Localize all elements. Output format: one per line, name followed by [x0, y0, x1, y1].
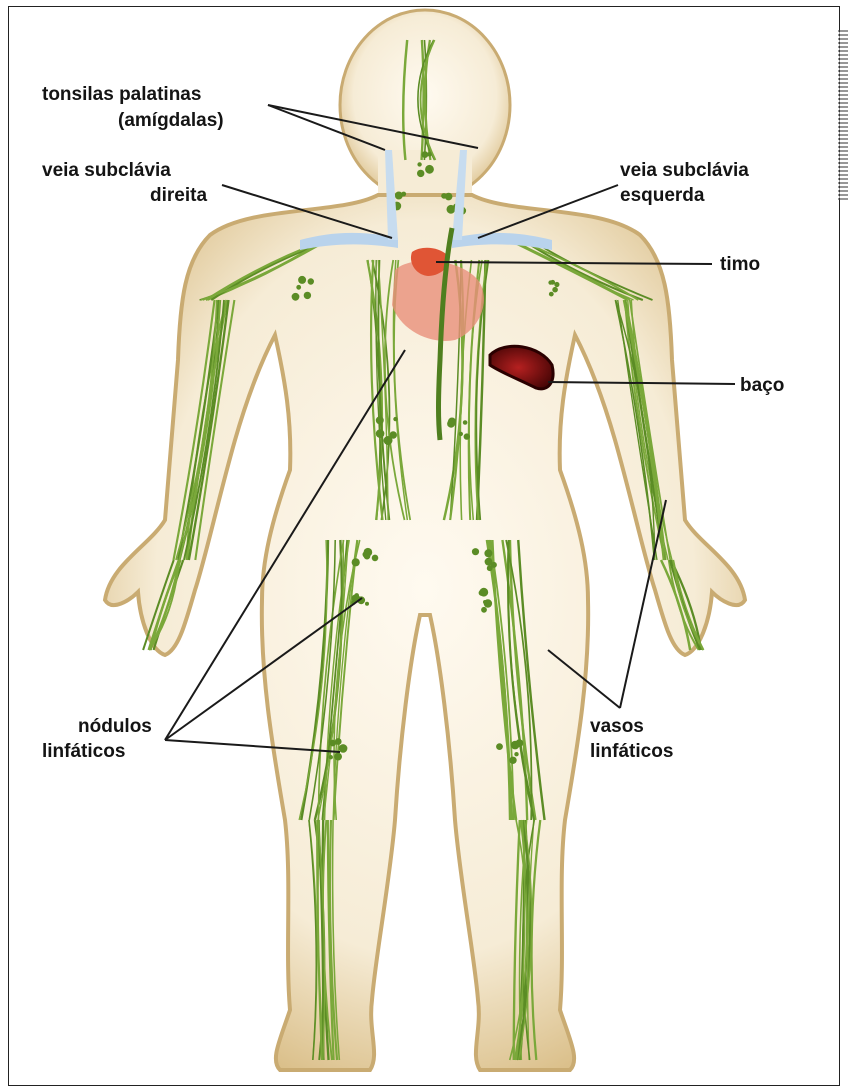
lymph-node — [372, 555, 379, 562]
lymph-node — [363, 551, 369, 557]
label-subclavian-right-line2: direita — [150, 185, 207, 206]
lymph-node — [427, 152, 432, 157]
label-vessels-line2: linfáticos — [590, 741, 673, 762]
lymph-node — [484, 549, 492, 557]
lymph-node — [463, 420, 468, 425]
lymph-node — [459, 432, 463, 436]
lymph-node — [509, 757, 516, 764]
leader-spleen — [548, 382, 735, 384]
label-thymus: timo — [720, 254, 760, 275]
lymph-node — [425, 165, 434, 174]
lymph-node — [464, 433, 470, 439]
lymph-node — [481, 607, 487, 613]
lymph-node — [304, 292, 311, 299]
lymph-node — [334, 753, 342, 761]
lymph-node — [296, 285, 301, 290]
lymph-node — [445, 193, 453, 201]
lymph-node — [496, 743, 503, 750]
lymph-node — [472, 548, 479, 555]
label-spleen: baço — [740, 375, 784, 396]
label-tonsils-line2: (amígdalas) — [118, 110, 224, 131]
lymph-node — [448, 418, 456, 426]
lymph-node — [352, 558, 360, 566]
lymph-node — [329, 755, 333, 759]
label-subclavian-left-line2: esquerda — [620, 185, 705, 206]
lymph-node — [329, 740, 336, 747]
lymph-node — [365, 602, 369, 606]
label-nodes-line2: linfáticos — [42, 741, 125, 762]
lymph-node — [491, 562, 497, 568]
label-tonsils-line1: tonsilas palatinas — [42, 84, 201, 105]
label-subclavian-right-line1: veia subclávia — [42, 160, 171, 181]
lymph-node — [308, 278, 314, 284]
lymph-node — [554, 282, 559, 287]
lymph-node — [395, 192, 403, 200]
label-subclavian-left-line1: veia subclávia — [620, 160, 749, 181]
lymph-node — [292, 293, 300, 301]
lymph-node — [376, 429, 385, 438]
lymph-node — [376, 416, 384, 424]
lymph-node — [354, 593, 359, 598]
lymph-node — [384, 436, 393, 445]
lymph-node — [479, 588, 488, 597]
lymph-node — [339, 744, 348, 753]
lymph-node — [417, 170, 424, 177]
lymph-node — [417, 162, 421, 166]
lymph-node — [298, 276, 306, 284]
lymph-node — [516, 739, 524, 747]
label-nodes-line1: nódulos — [78, 716, 152, 737]
lymph-node — [548, 280, 552, 284]
lymph-node — [484, 599, 492, 607]
lymph-node — [552, 287, 558, 293]
lymph-node — [514, 752, 518, 756]
lymph-node — [393, 417, 397, 421]
label-vessels-line1: vasos — [590, 716, 644, 737]
lymph-node — [549, 292, 554, 297]
